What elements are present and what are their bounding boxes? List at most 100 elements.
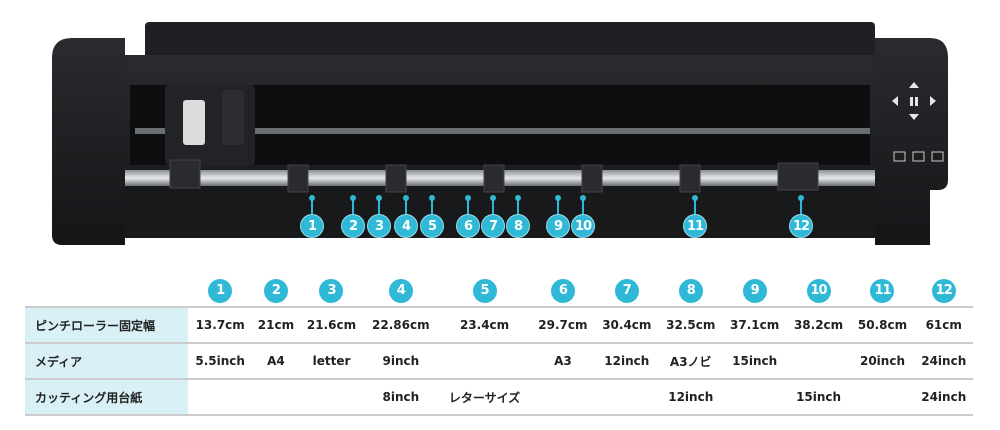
bluetooth-icon[interactable] xyxy=(931,151,944,162)
marker-dot xyxy=(515,195,521,201)
column-number-badge: 4 xyxy=(388,279,413,303)
marker-line xyxy=(405,198,407,216)
arrow-up-icon[interactable] xyxy=(909,82,919,88)
column-header: 4 xyxy=(363,276,438,307)
marker-line xyxy=(431,198,433,216)
position-marker-5: 5 xyxy=(420,214,444,238)
column-header: 2 xyxy=(252,276,299,307)
table-cell: 30.4cm xyxy=(594,306,659,343)
marker-dot xyxy=(465,195,471,201)
table-cell: 21cm xyxy=(252,306,300,343)
table-cell: 29.7cm xyxy=(530,306,595,343)
cutting-plotter-image xyxy=(52,22,948,245)
marker-line xyxy=(800,198,802,216)
table-cell xyxy=(299,378,364,416)
position-marker-12: 12 xyxy=(789,214,813,238)
position-marker-1: 1 xyxy=(300,214,324,238)
marker-line xyxy=(352,198,354,216)
table-cell: 32.5cm xyxy=(658,306,723,343)
table-cell: 12inch xyxy=(658,378,723,416)
marker-dot xyxy=(403,195,409,201)
table-cell: 38.2cm xyxy=(786,306,851,343)
column-number-badge: 11 xyxy=(870,279,895,303)
column-header: 1 xyxy=(188,276,252,307)
row-label: メディア xyxy=(25,342,188,379)
arrow-right-icon[interactable] xyxy=(930,96,936,106)
column-header: 11 xyxy=(851,276,915,307)
arrow-down-icon[interactable] xyxy=(909,114,919,120)
table-cell xyxy=(188,378,253,416)
position-marker-8: 8 xyxy=(506,214,530,238)
table-cell: 12inch xyxy=(594,342,659,379)
position-marker-2: 2 xyxy=(341,214,365,238)
marker-line xyxy=(467,198,469,216)
column-number-badge: 7 xyxy=(614,279,639,303)
position-marker-3: 3 xyxy=(367,214,391,238)
table-cell: 5.5inch xyxy=(188,342,253,379)
column-header: 6 xyxy=(531,276,595,307)
arrow-left-icon[interactable] xyxy=(892,96,898,106)
table-cell: letter xyxy=(299,342,364,379)
marker-dot xyxy=(692,195,698,201)
position-marker-11: 11 xyxy=(683,214,707,238)
row-label: カッティング用台紙 xyxy=(25,378,188,416)
table-cell xyxy=(722,378,787,416)
position-marker-6: 6 xyxy=(456,214,480,238)
pause-icon[interactable] xyxy=(910,97,913,106)
column-header: 7 xyxy=(595,276,659,307)
marker-line xyxy=(694,198,696,216)
table-cell xyxy=(786,342,851,379)
table-cell: A3ノビ xyxy=(658,342,723,379)
column-header: 8 xyxy=(659,276,723,307)
marker-line xyxy=(378,198,380,216)
column-number-badge: 6 xyxy=(550,279,575,303)
column-number-badge: 1 xyxy=(208,279,233,303)
column-number-badge: 10 xyxy=(806,279,831,303)
table-cell xyxy=(594,378,659,416)
marker-dot xyxy=(555,195,561,201)
table-cell xyxy=(530,378,595,416)
marker-dot xyxy=(429,195,435,201)
header-blank xyxy=(25,276,188,307)
column-number-badge: 9 xyxy=(742,279,767,303)
column-number-badge: 2 xyxy=(263,279,288,303)
marker-line xyxy=(557,198,559,216)
table-cell: A4 xyxy=(252,342,300,379)
position-marker-10: 10 xyxy=(571,214,595,238)
table-cell xyxy=(438,342,531,379)
column-header: 5 xyxy=(438,276,531,307)
marker-dot xyxy=(798,195,804,201)
marker-dot xyxy=(309,195,315,201)
position-marker-9: 9 xyxy=(546,214,570,238)
blade-up-icon[interactable] xyxy=(893,151,906,162)
blade-down-icon[interactable] xyxy=(912,151,925,162)
table-cell: 22.86cm xyxy=(363,306,439,343)
marker-line xyxy=(311,198,313,216)
position-marker-7: 7 xyxy=(481,214,505,238)
column-number-badge: 5 xyxy=(472,279,497,303)
column-header: 10 xyxy=(787,276,851,307)
table-cell: 13.7cm xyxy=(188,306,253,343)
marker-dot xyxy=(350,195,356,201)
table-cell: 21.6cm xyxy=(299,306,364,343)
table-cell: 23.4cm xyxy=(438,306,531,343)
column-number-badge: 12 xyxy=(931,279,956,303)
table-cell: 50.8cm xyxy=(850,306,915,343)
marker-line xyxy=(492,198,494,216)
marker-dot xyxy=(580,195,586,201)
table-cell: レターサイズ xyxy=(438,378,531,416)
table-cell xyxy=(252,378,300,416)
marker-dot xyxy=(376,195,382,201)
position-marker-4: 4 xyxy=(394,214,418,238)
table-cell: 9inch xyxy=(363,342,439,379)
table-cell: 61cm xyxy=(914,306,973,343)
column-number-badge: 8 xyxy=(678,279,703,303)
column-header: 12 xyxy=(914,276,973,307)
table-cell: 24inch xyxy=(914,342,973,379)
table-cell xyxy=(850,378,915,416)
